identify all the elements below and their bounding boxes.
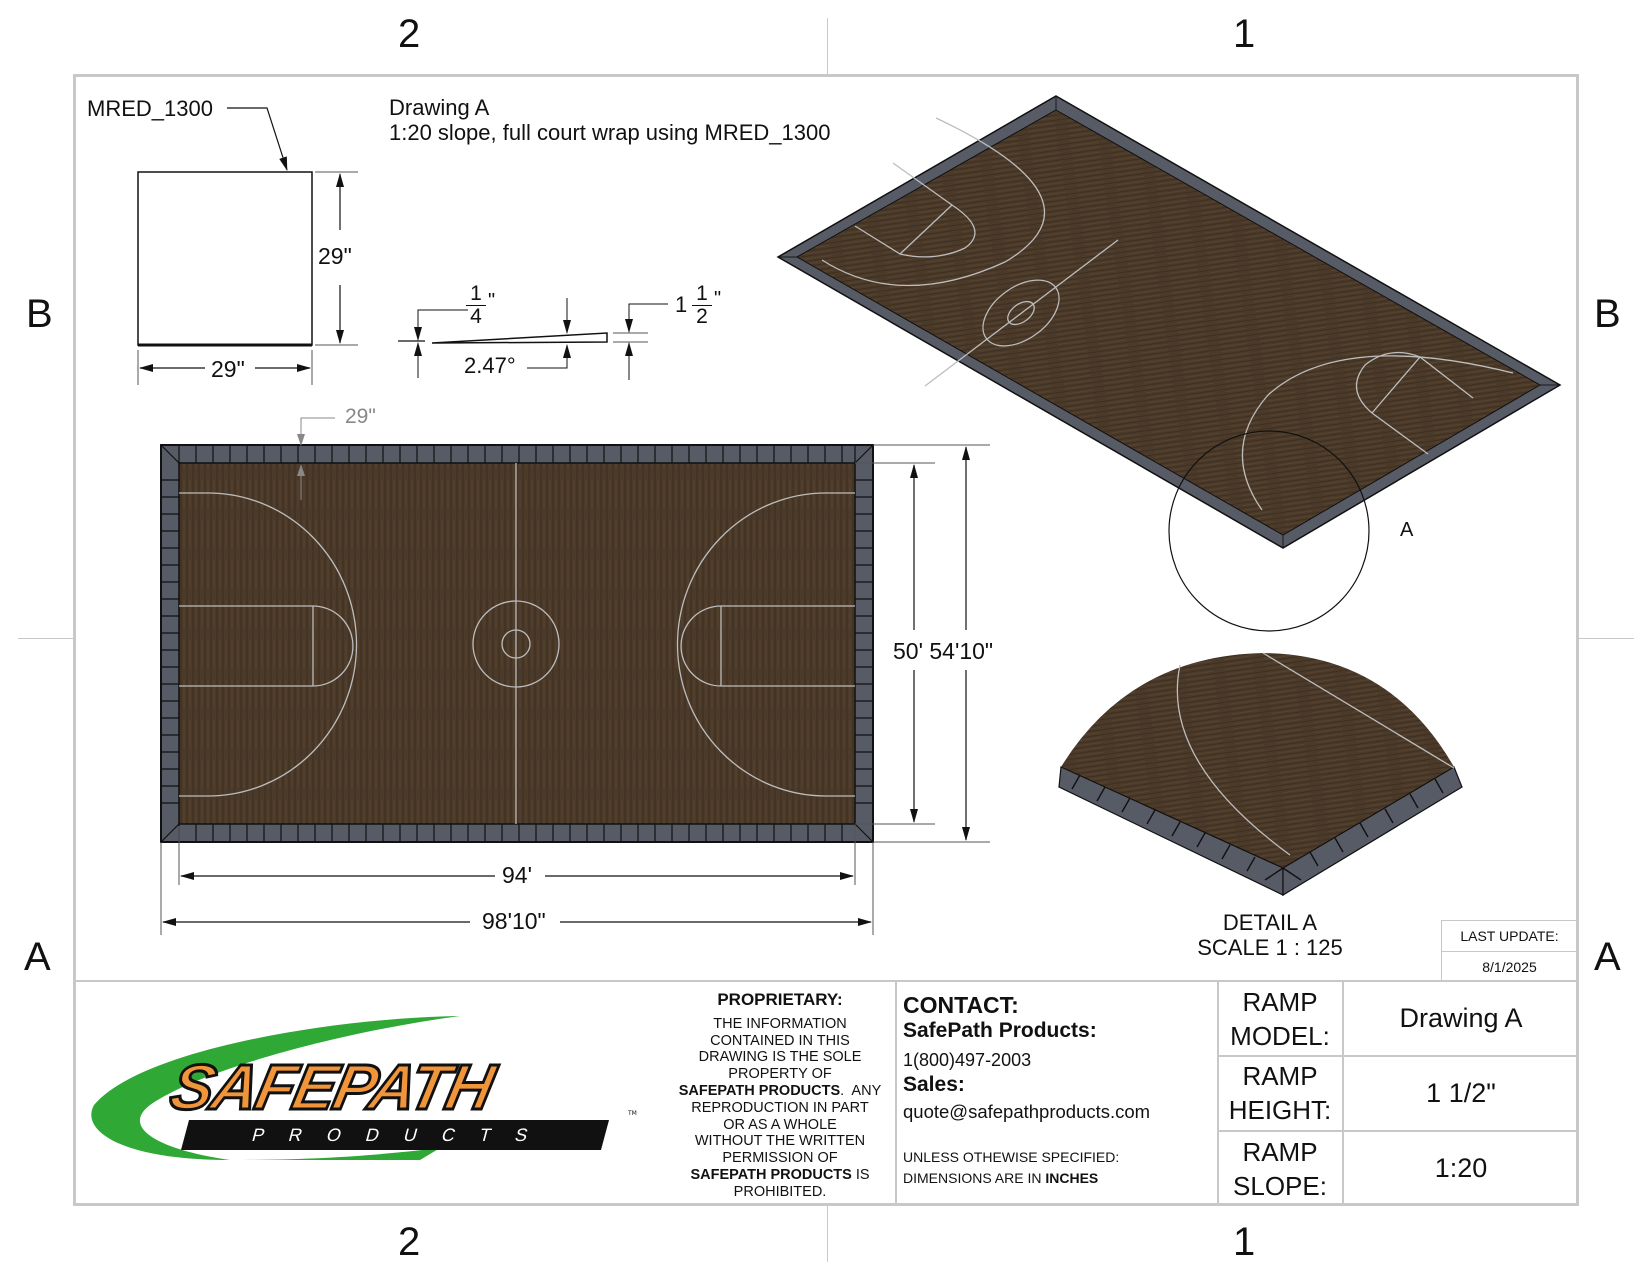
spec-value-slope: 1:20 xyxy=(1434,1153,1488,1183)
logo-wordmark: SAFEPATH xyxy=(163,1050,501,1125)
zone-marker-top-1: 1 xyxy=(1233,12,1256,56)
spec-label-height: RAMP HEIGHT: xyxy=(1218,1056,1342,1130)
drawing-subtitle: 1:20 slope, full court wrap using MRED_1… xyxy=(389,120,831,145)
court-isometric-view xyxy=(776,95,1562,632)
court-width-dimensions: 50' 54'10" xyxy=(889,638,998,665)
ramp-profile-view xyxy=(398,298,668,380)
proprietary-text: . ANY xyxy=(840,1082,882,1099)
zone-marker-bottom-1: 1 xyxy=(1233,1220,1256,1264)
zone-divider-top xyxy=(827,18,828,74)
detail-scale: SCALE 1 : 125 xyxy=(1197,935,1343,960)
proprietary-line: SAFEPATH PRODUCTS IS xyxy=(668,1167,892,1184)
fraction-denominator: 2 xyxy=(696,305,708,328)
title-block-divider-value xyxy=(1342,982,1344,1206)
spec-label-line: SLOPE: xyxy=(1233,1170,1327,1201)
tile-callout-label: MRED_1300 xyxy=(87,96,213,121)
proprietary-line: PROHIBITED. xyxy=(733,1183,827,1200)
spec-row-divider-2 xyxy=(1217,1130,1579,1132)
title-block-divider-contact xyxy=(895,982,897,1206)
zone-marker-bottom-2: 2 xyxy=(398,1220,421,1264)
max-height-unit: " xyxy=(714,288,722,310)
zone-divider-right xyxy=(1579,638,1634,639)
tile-width-gray-dimension: 29" xyxy=(345,405,376,428)
min-height-fraction: 1 4 xyxy=(466,283,486,328)
proprietary-line: CONTAINED IN THIS xyxy=(710,1032,850,1049)
proprietary-line: WITHOUT THE WRITTEN xyxy=(694,1133,866,1150)
contact-phone[interactable]: 1(800)497-2003 xyxy=(903,1050,1032,1070)
proprietary-notice: PROPRIETARY: THE INFORMATION CONTAINED I… xyxy=(668,990,892,1201)
min-height-unit: " xyxy=(488,290,496,312)
spec-label-line: MODEL: xyxy=(1230,1020,1330,1051)
company-name-bold: SAFEPATH PRODUCTS xyxy=(678,1082,841,1099)
spec-value-model: Drawing A xyxy=(1399,1003,1523,1033)
sales-label: Sales: xyxy=(903,1073,965,1096)
proprietary-line: PERMISSION OF xyxy=(722,1150,838,1167)
tile-height-dimension: 29" xyxy=(318,243,352,270)
drawing-frame xyxy=(73,74,1579,1206)
zone-marker-right-A: A xyxy=(1594,935,1621,979)
zone-marker-top-2: 2 xyxy=(398,12,421,56)
proprietary-line: DRAWING IS THE SOLE xyxy=(698,1049,862,1066)
last-update-label: LAST UPDATE: xyxy=(1442,921,1577,952)
proprietary-line: THE INFORMATION xyxy=(713,1015,847,1032)
spec-label-line: RAMP xyxy=(1242,1061,1318,1091)
max-height-whole: 1 xyxy=(675,292,688,317)
spec-label-line: RAMP xyxy=(1242,1136,1318,1167)
spec-label-model: RAMP MODEL: xyxy=(1218,982,1342,1055)
proprietary-line: PROPERTY OF xyxy=(728,1066,832,1083)
detail-a-view xyxy=(1058,652,1463,897)
drawing-title: Drawing A xyxy=(389,95,490,120)
proprietary-line: SAFEPATH PRODUCTS. ANY xyxy=(668,1083,892,1100)
spec-value-height: 1 1/2" xyxy=(1426,1077,1496,1108)
logo-swoosh-icon xyxy=(91,1016,461,1160)
tile-top-view xyxy=(137,107,358,385)
detail-callout-label: A xyxy=(1400,519,1414,541)
spec-label-line: RAMP xyxy=(1242,986,1318,1017)
proprietary-heading: PROPRIETARY: xyxy=(717,990,843,1009)
spec-label-line: HEIGHT: xyxy=(1228,1095,1332,1125)
units-note-line1: UNLESS OTHEWISE SPECIFIED: xyxy=(903,1149,1120,1165)
sales-email[interactable]: quote@safepathproducts.com xyxy=(903,1101,1151,1122)
proprietary-line: REPRODUCTION IN PART xyxy=(691,1099,869,1116)
last-update-date: 8/1/2025 xyxy=(1482,959,1537,975)
proprietary-text: IS xyxy=(851,1166,870,1183)
safepath-logo: SAFEPATH P R O D U C T S TM xyxy=(80,1010,650,1170)
fraction-denominator: 4 xyxy=(470,305,482,328)
contact-heading: CONTACT: xyxy=(903,992,1019,1018)
fraction-numerator: 1 xyxy=(692,283,712,306)
logo-products-band: P R O D U C T S xyxy=(180,1120,610,1150)
proprietary-line: OR AS A WHOLE xyxy=(723,1116,837,1133)
title-block-divider-spec xyxy=(1217,982,1219,1206)
contact-block: CONTACT: SafePath Products: 1(800)497-20… xyxy=(903,993,1215,1189)
zone-marker-left-B: B xyxy=(26,292,53,336)
slope-angle-dimension: 2.47° xyxy=(464,353,516,378)
title-block-top-border xyxy=(73,980,1579,982)
tile-width-dimension: 29" xyxy=(207,356,249,383)
spec-row-divider-1 xyxy=(1217,1055,1579,1057)
zone-marker-left-A: A xyxy=(24,935,51,979)
contact-company: SafePath Products: xyxy=(903,1019,1097,1042)
zone-divider-bottom xyxy=(827,1206,828,1262)
spec-label-slope: RAMP SLOPE: xyxy=(1218,1131,1342,1206)
units-note-text: DIMENSIONS ARE IN xyxy=(903,1170,1046,1186)
zone-marker-right-B: B xyxy=(1594,292,1621,336)
company-name-bold: SAFEPATH PRODUCTS xyxy=(690,1166,852,1183)
units-note-bold: INCHES xyxy=(1045,1170,1099,1186)
units-note-line2: DIMENSIONS ARE IN INCHES xyxy=(903,1168,1215,1189)
court-inner-length-dimension: 94' xyxy=(498,862,536,889)
court-plan-view xyxy=(160,417,990,935)
last-update-box: LAST UPDATE: 8/1/2025 xyxy=(1441,920,1577,982)
detail-title: DETAIL A xyxy=(1222,910,1318,935)
detail-caption: DETAIL A SCALE 1 : 125 xyxy=(1180,910,1360,960)
court-outer-length-dimension: 98'10" xyxy=(478,908,550,935)
fraction-numerator: 1 xyxy=(466,283,486,306)
logo-trademark: TM xyxy=(628,1110,637,1117)
zone-divider-left xyxy=(18,638,73,639)
max-height-fraction: 1 2 xyxy=(692,283,712,328)
